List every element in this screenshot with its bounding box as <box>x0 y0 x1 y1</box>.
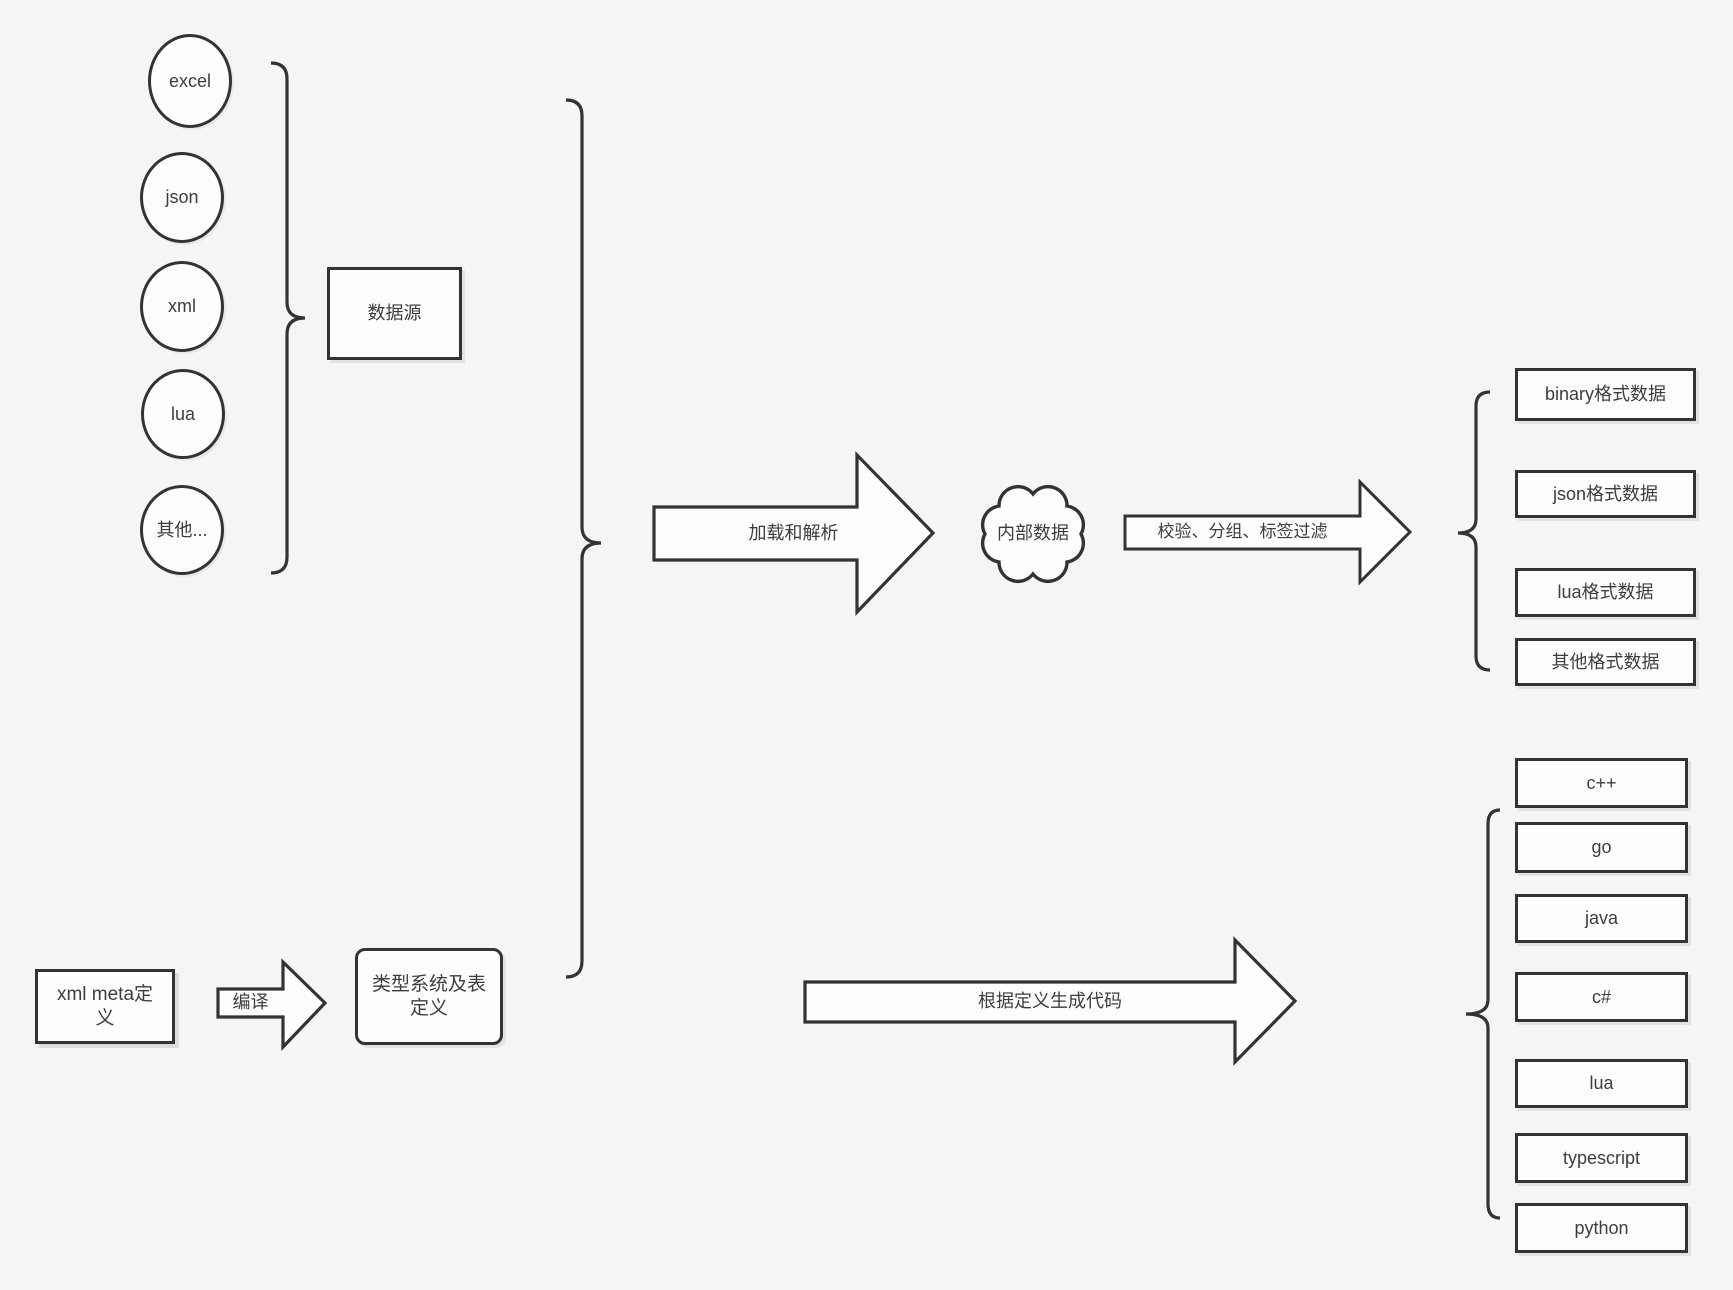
format-box-binary: binary格式数据 <box>1515 368 1696 421</box>
type-system-box: 类型系统及表定义 <box>355 948 503 1045</box>
source-ellipse-xml-label: xml <box>168 296 196 317</box>
format-box-json: json格式数据 <box>1515 470 1696 518</box>
type-system-label: 类型系统及表定义 <box>372 973 487 1019</box>
language-box-typescript: typescript <box>1515 1133 1688 1183</box>
language-box-csharp-label: c# <box>1591 986 1611 1007</box>
source-ellipse-lua-label: lua <box>170 403 196 424</box>
language-box-go: go <box>1515 822 1688 873</box>
language-box-typescript-label: typescript <box>1562 1147 1641 1168</box>
language-box-lua-label: lua <box>1589 1073 1614 1094</box>
language-box-lua: lua <box>1515 1059 1688 1108</box>
source-ellipse-json: json <box>140 152 224 243</box>
xml-meta-label: xml meta定义 <box>56 983 154 1029</box>
source-ellipse-xml: xml <box>140 261 224 352</box>
format-box-binary-label: binary格式数据 <box>1544 384 1667 405</box>
formats-brace <box>1457 390 1491 672</box>
source-ellipse-other-label: 其他... <box>156 519 208 540</box>
language-box-python: python <box>1515 1203 1688 1253</box>
source-ellipse-excel-label: excel <box>168 70 212 91</box>
language-box-cpp-label: c++ <box>1586 772 1617 793</box>
language-box-java: java <box>1515 894 1688 943</box>
format-box-other: 其他格式数据 <box>1515 638 1696 686</box>
generate-code-arrow <box>803 936 1298 1066</box>
languages-brace <box>1465 808 1501 1220</box>
data-source-box: 数据源 <box>327 267 462 360</box>
format-box-other-label: 其他格式数据 <box>1551 651 1660 672</box>
source-ellipse-lua: lua <box>141 369 225 459</box>
data-source-label: 数据源 <box>367 303 422 324</box>
format-box-lua: lua格式数据 <box>1515 568 1696 617</box>
language-box-python-label: python <box>1574 1217 1629 1238</box>
format-box-json-label: json格式数据 <box>1552 483 1659 504</box>
source-ellipse-json-label: json <box>165 187 199 208</box>
filter-arrow <box>1123 478 1413 586</box>
source-ellipse-excel: excel <box>148 34 232 128</box>
language-box-go-label: go <box>1591 837 1612 858</box>
sources-brace <box>270 61 306 575</box>
source-ellipse-other: 其他... <box>140 485 224 575</box>
language-box-csharp: c# <box>1515 972 1688 1022</box>
compile-arrow <box>216 958 328 1051</box>
inputs-brace <box>565 98 602 979</box>
language-box-java-label: java <box>1584 908 1619 929</box>
load-parse-arrow <box>652 451 936 616</box>
internal-data-cloud <box>980 484 1086 584</box>
format-box-lua-label: lua格式数据 <box>1557 582 1654 603</box>
language-box-cpp: c++ <box>1515 758 1688 808</box>
xml-meta-box: xml meta定义 <box>35 969 175 1044</box>
